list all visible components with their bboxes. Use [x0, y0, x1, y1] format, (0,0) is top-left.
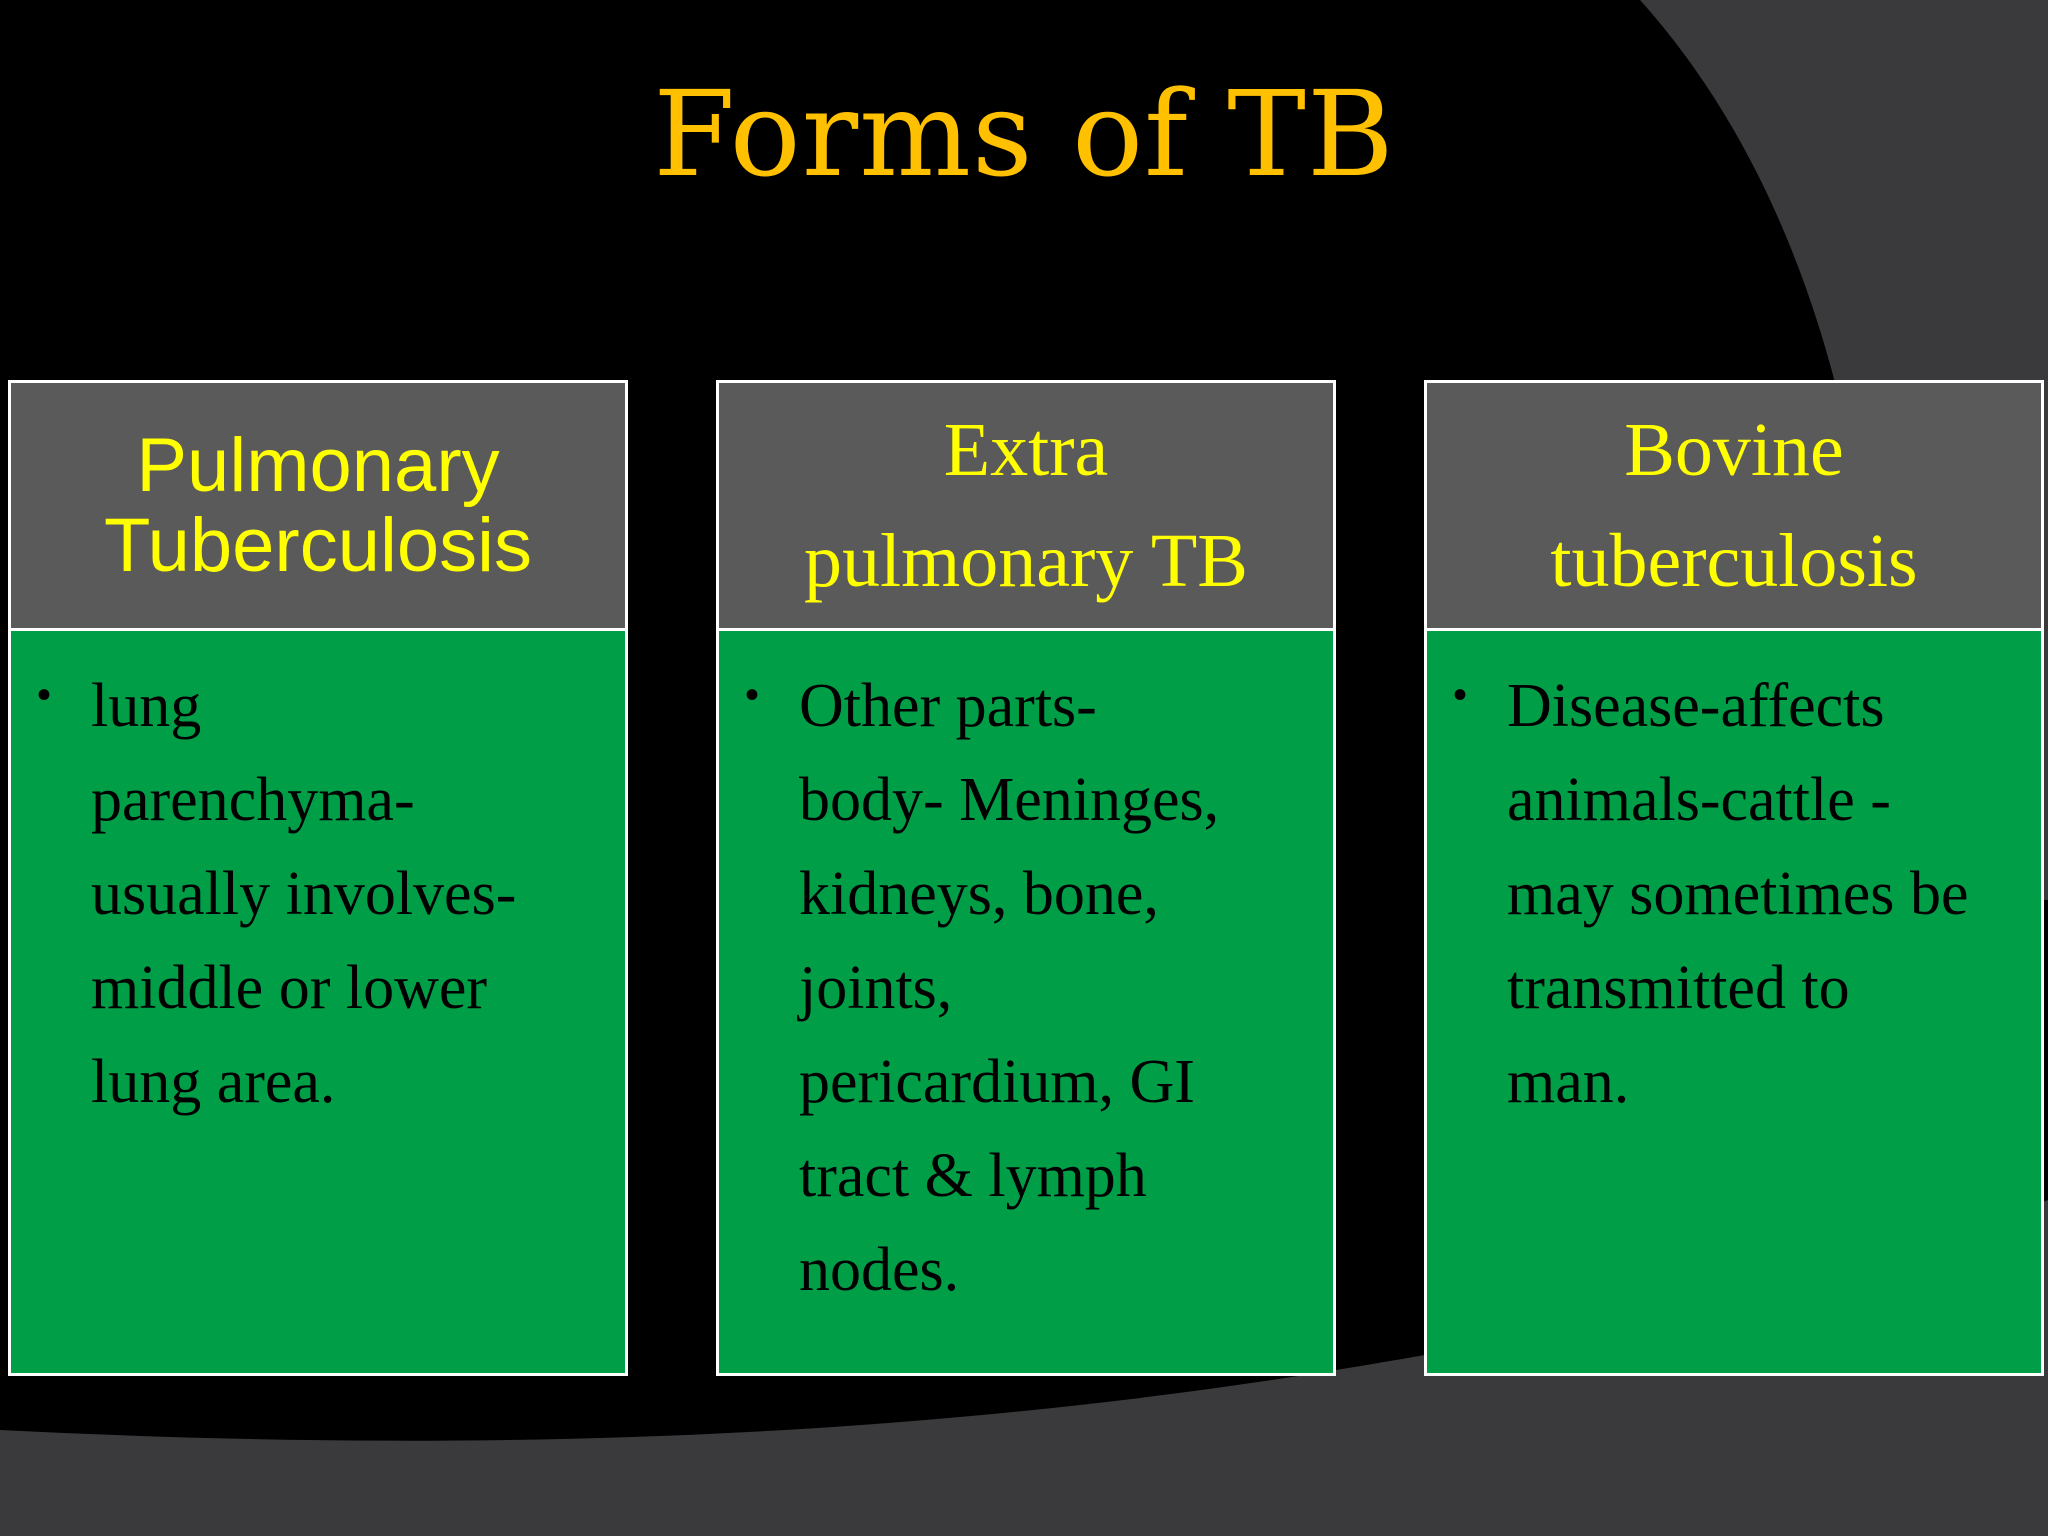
bovine-tb-body: • Disease-affects animals-cattle - may s…	[1427, 631, 2041, 1373]
pulmonary-tb-body: • lung parenchyma- usually involves- mid…	[11, 631, 625, 1373]
extra-pulmonary-tb-header-text: Extra pulmonary TB	[803, 408, 1248, 603]
pulmonary-tb-header-text: Pulmonary Tuberculosis	[103, 422, 533, 588]
bovine-tb-header: Bovine tuberculosis	[1427, 383, 2041, 631]
bullet-icon: •	[745, 673, 760, 717]
swoosh-band-bottom	[0, 1200, 2048, 1536]
slide-title: Forms of TB	[653, 65, 1395, 203]
extra-pulmonary-tb-body: • Other parts- body- Meninges, kidneys, …	[719, 631, 1333, 1373]
extra-pulmonary-tb-header: Extra pulmonary TB	[719, 383, 1333, 631]
bovine-tb-header-text: Bovine tuberculosis	[1550, 408, 1918, 603]
pulmonary-tb-box: Pulmonary Tuberculosis • lung parenchyma…	[8, 380, 628, 1376]
pulmonary-tb-header: Pulmonary Tuberculosis	[11, 383, 625, 631]
bullet-icon: •	[37, 673, 52, 717]
bovine-tb-box: Bovine tuberculosis • Disease-affects an…	[1424, 380, 2044, 1376]
extra-pulmonary-tb-box: Extra pulmonary TB • Other parts- body- …	[716, 380, 1336, 1376]
pulmonary-tb-body-text: lung parenchyma- usually involves- middl…	[91, 672, 517, 1116]
extra-pulmonary-tb-body-text: Other parts- body- Meninges, kidneys, bo…	[799, 672, 1220, 1304]
bovine-tb-body-text: Disease-affects animals-cattle - may som…	[1507, 672, 1969, 1116]
bullet-icon: •	[1453, 673, 1468, 717]
